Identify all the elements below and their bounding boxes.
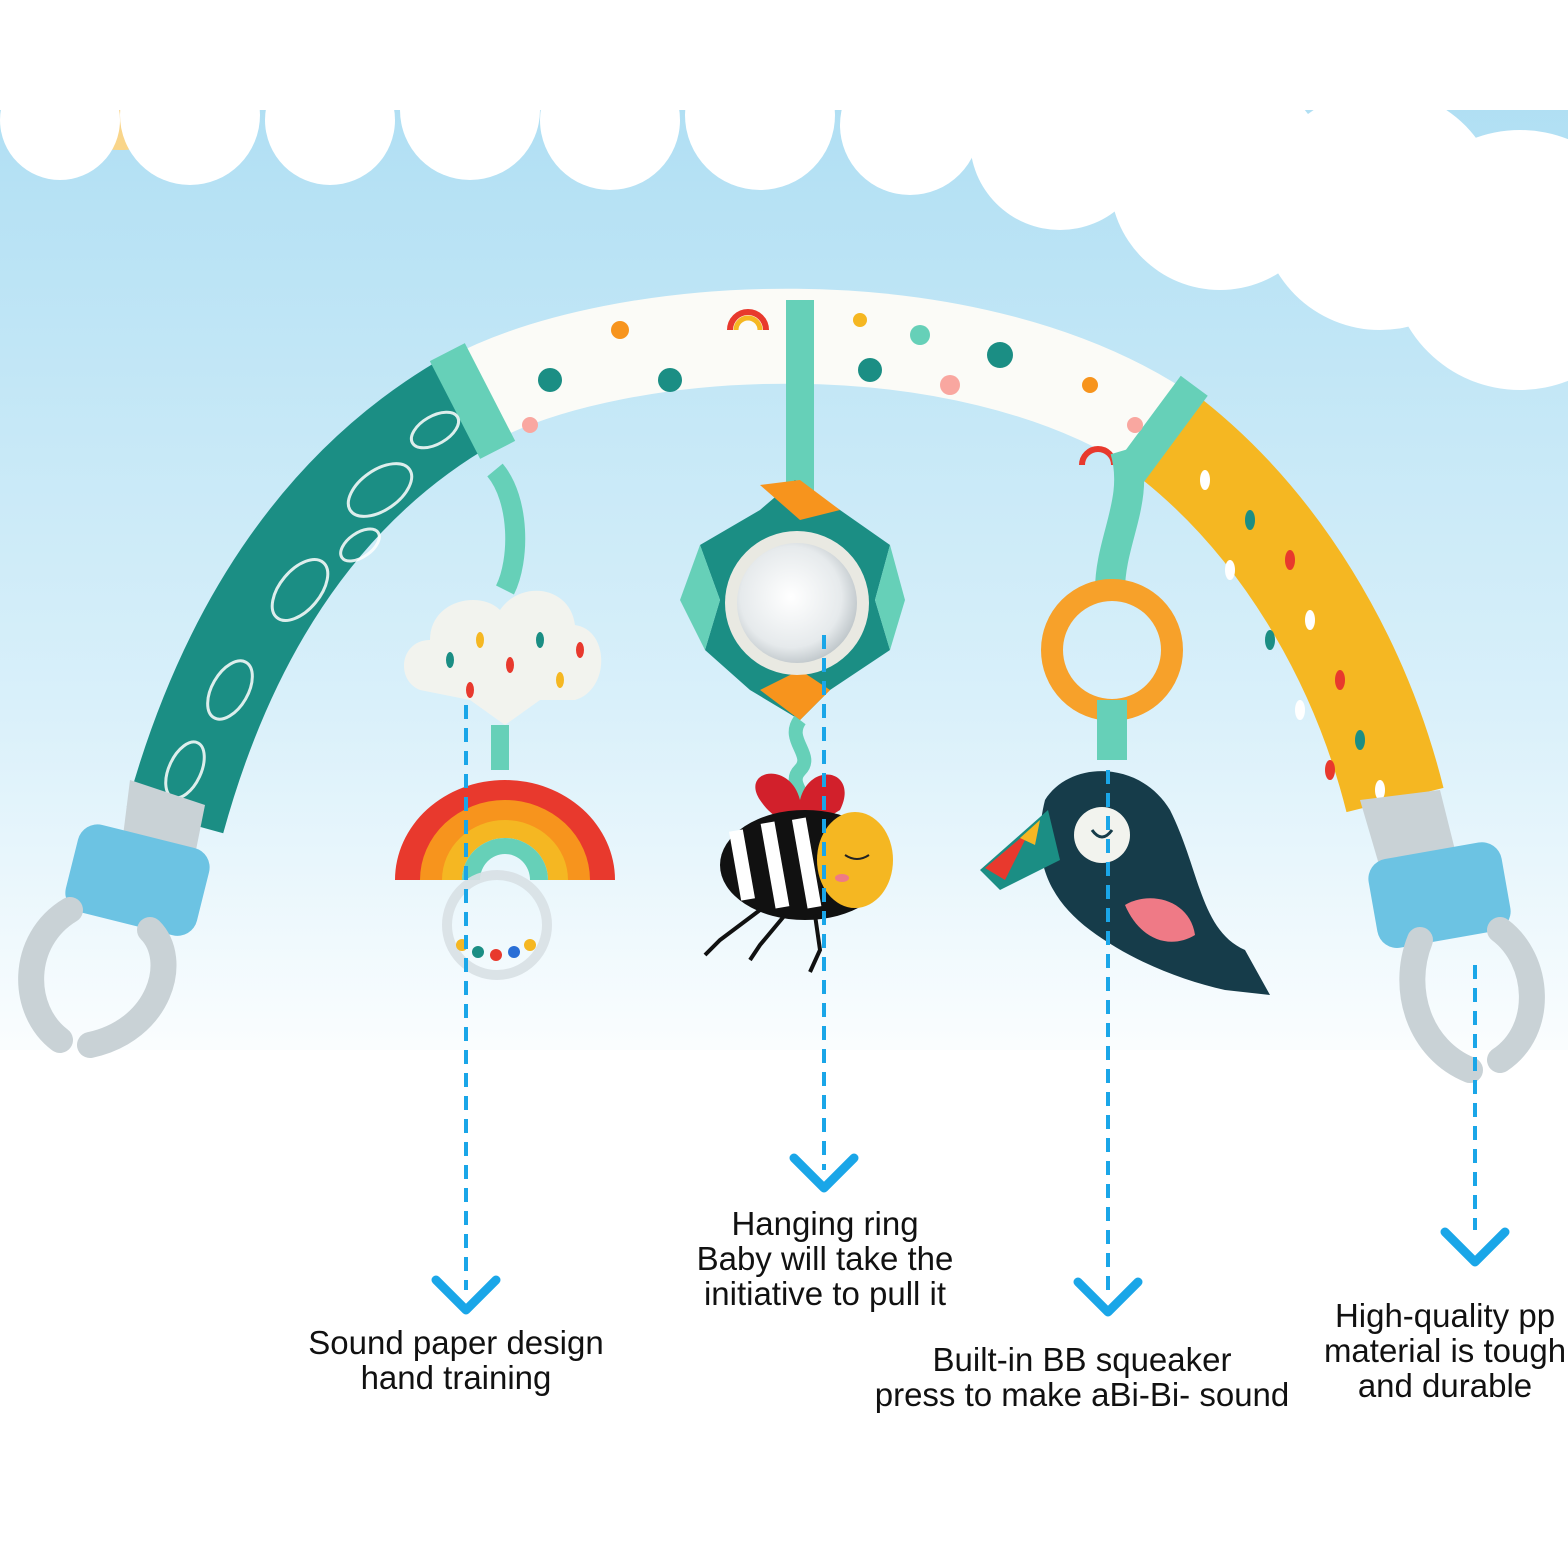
callout-line: Built-in BB squeaker: [932, 1341, 1232, 1378]
callout-line: Sound paper design: [308, 1324, 604, 1361]
toucan-plush: [980, 771, 1270, 995]
callout-line: material is tough: [1323, 1332, 1567, 1369]
callout-hanging-ring: Hanging ring Baby will take the initiati…: [680, 1206, 970, 1311]
callout-line: and durable: [1357, 1367, 1533, 1404]
callout-line: High-quality pp: [1334, 1297, 1556, 1334]
teether-ring: [1041, 445, 1183, 760]
callout-line: press to make aBi-Bi- sound: [874, 1376, 1290, 1413]
bee-plush: [703, 773, 893, 973]
callout-bb-squeaker: Built-in BB squeaker press to make aBi-B…: [858, 1342, 1306, 1412]
callout-pp-material: High-quality pp material is tough and du…: [1300, 1298, 1568, 1403]
mirror-flower: [680, 300, 905, 816]
callout-line: initiative to pull it: [703, 1275, 947, 1312]
right-clip: [1360, 790, 1545, 1083]
cloud-band: [0, 0, 1568, 390]
callout-line: hand training: [360, 1359, 552, 1396]
callout-sound-paper: Sound paper design hand training: [296, 1325, 616, 1395]
cloud-rattle: [403, 463, 602, 770]
left-clip: [18, 780, 210, 1058]
callout-line: Hanging ring: [731, 1205, 919, 1242]
callout-arrows: [431, 635, 1510, 1317]
callout-line: Baby will take the: [696, 1240, 954, 1277]
